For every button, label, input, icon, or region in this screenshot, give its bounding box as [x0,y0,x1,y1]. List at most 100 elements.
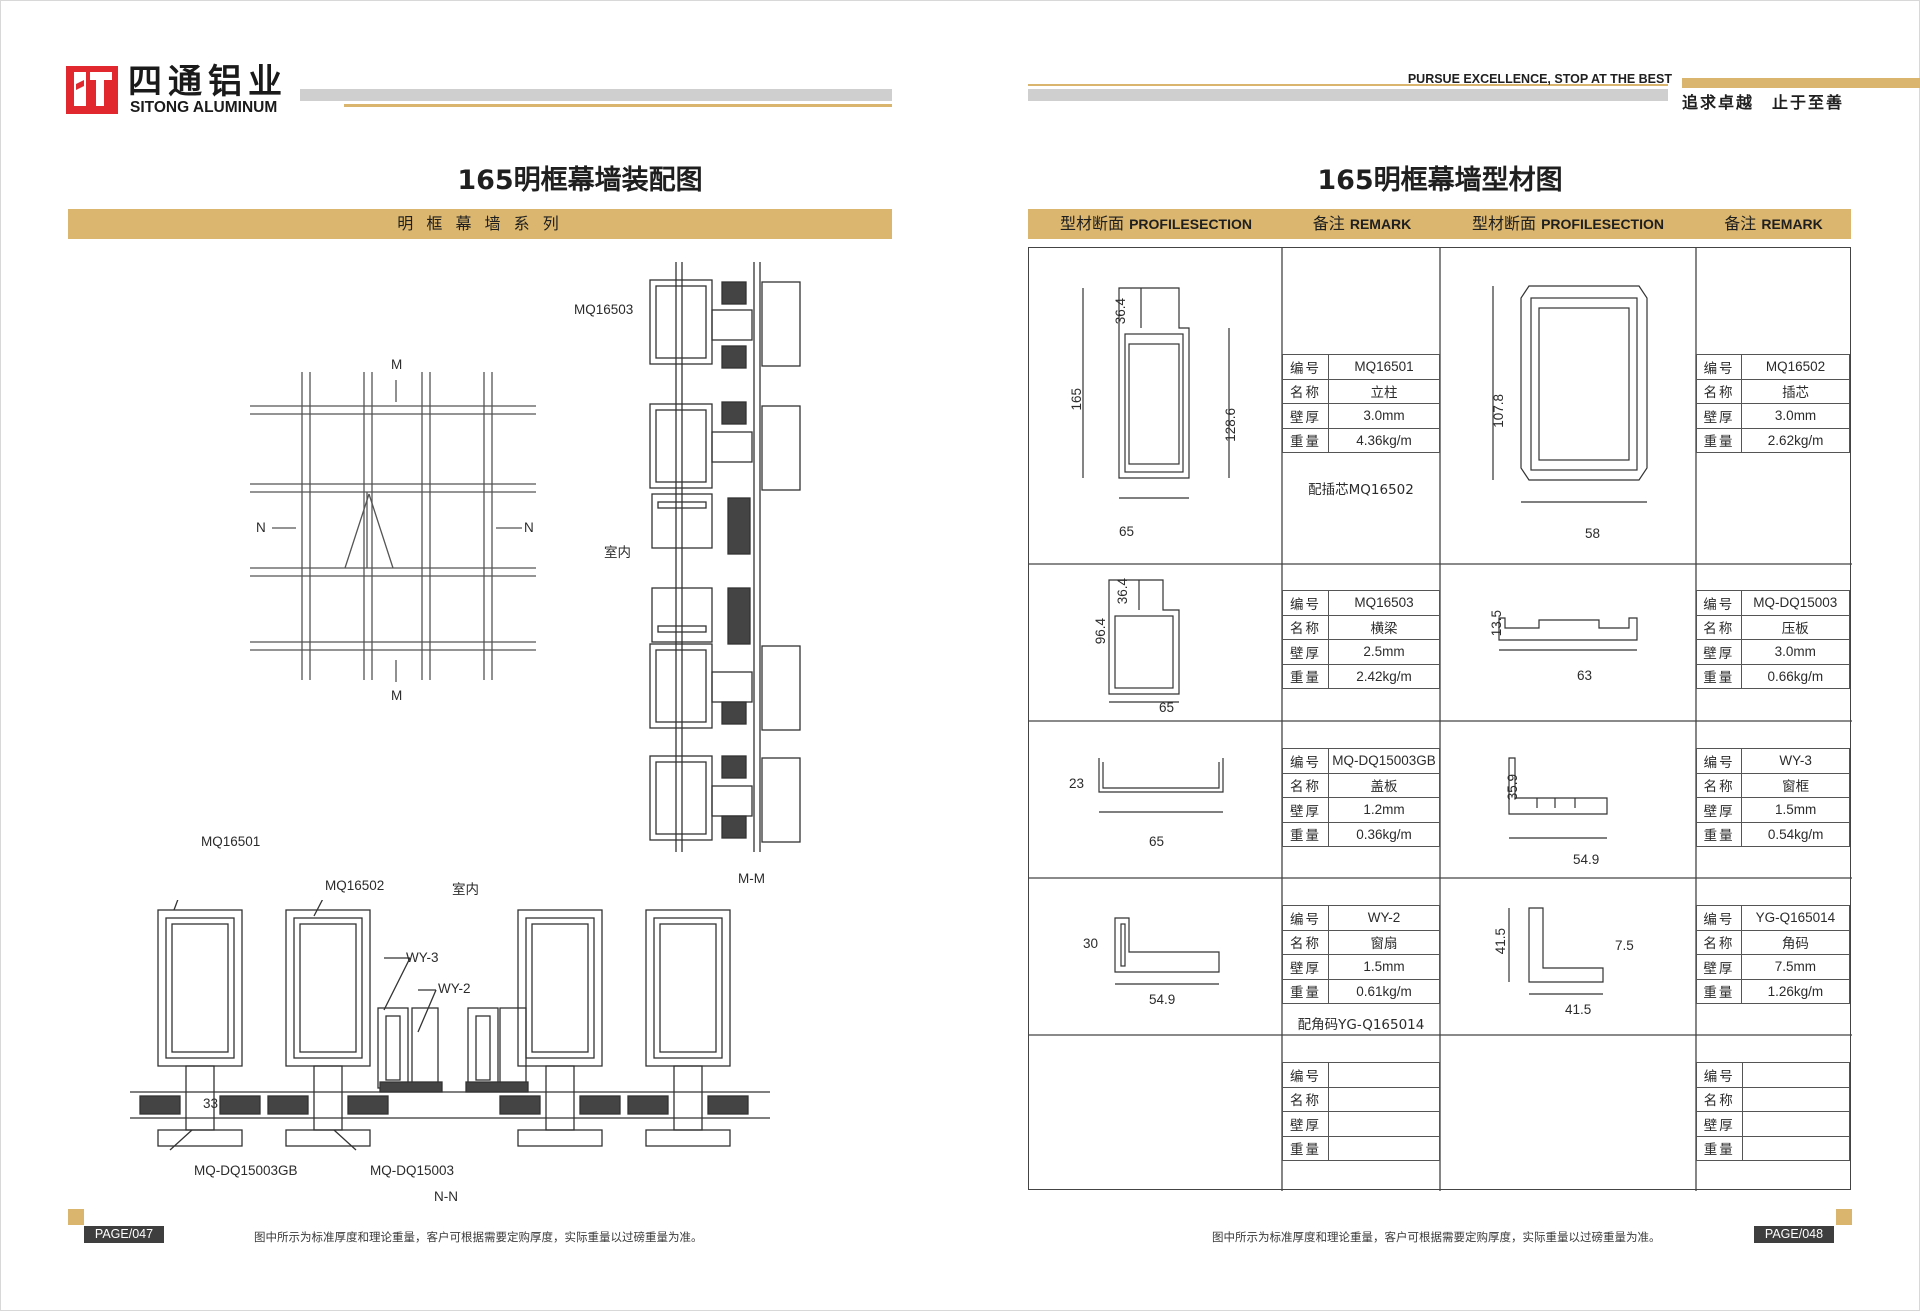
spec-weight: 0.66kg/m [1740,663,1851,689]
dim-mq16501-128-6: 128.6 [1223,408,1238,442]
spec-weight: 2.62kg/m [1741,427,1850,453]
dim-mq-dq15003gb-65: 65 [1149,834,1165,849]
label-nn: N-N [434,1189,458,1204]
spec-code: MQ16503 [1328,590,1440,616]
remark-wy2: 配角码YG-Q165014 [1297,1017,1425,1033]
spec-weight: 2.42kg/m [1328,663,1440,689]
header-bar-gold-right [1682,78,1920,88]
label-wy2: WY-2 [438,981,471,996]
spec-code: WY-2 [1328,905,1440,931]
footer-gold-square-left [68,1209,84,1225]
label-wy3: WY-3 [406,950,439,965]
profile-drawing-mq-dq15003 [1498,617,1638,651]
footnote-right: 图中所示为标准厚度和理论重量，客户可根据需要定购厚度，实际重量以过磅重量为准。 [1212,1230,1661,1244]
nn-horizontal-section-diagram [130,900,770,1151]
label-mq16503: MQ16503 [574,302,634,317]
spec-code: MQ-DQ15003 [1740,590,1851,616]
header-section-2: 型材断面 PROFILESECTION [1471,214,1664,233]
spec-thickness: 1.2mm [1328,797,1440,823]
dim-mq16501-36-4: 36.4 [1113,298,1128,325]
header-section-1: 型材断面 PROFILESECTION [1059,214,1252,233]
header-remark-2: 备注 REMARK [1724,214,1823,233]
footnote-left: 图中所示为标准厚度和理论重量，客户可根据需要定购厚度，实际重量以过磅重量为准。 [254,1230,703,1244]
right-table-header-band: 型材断面 PROFILESECTION 备注 REMARK 型材断面 PROFI… [1028,209,1851,239]
sitong-logo-icon [66,66,118,114]
spec-weight: 0.54kg/m [1741,821,1850,847]
spec-table-empty-right: 编号 名称 壁厚 重量 [1696,1062,1851,1161]
spec-name: 压板 [1740,614,1851,640]
right-page-title: 165明框幕墙型材图 [1317,165,1563,196]
left-page-title: 165明框幕墙装配图 [457,165,703,196]
spec-thickness: 1.5mm [1741,797,1850,823]
label-mq16501: MQ16501 [201,834,261,849]
footer-gold-square-right [1836,1209,1852,1225]
label-indoor-1: 室内 [604,545,631,560]
spec-weight: 0.36kg/m [1328,821,1440,847]
header-bar-gray-left [300,89,892,101]
label-mq16502: MQ16502 [325,878,385,893]
spec-name: 立柱 [1328,378,1440,404]
spec-weight: 1.26kg/m [1740,978,1851,1004]
label-mq-dq15003gb: MQ-DQ15003GB [194,1163,298,1178]
spec-name: 窗扇 [1328,929,1440,955]
spec-code: MQ16501 [1328,354,1440,380]
label-m-bottom: M [391,688,403,703]
dim-mq16503-65: 65 [1159,700,1175,715]
spec-code: MQ16502 [1741,354,1850,380]
dim-mq16502-107-8: 107.8 [1491,394,1506,428]
dim-yg-q165014-7-5: 7.5 [1615,938,1634,953]
spec-name: 窗框 [1741,772,1850,798]
profile-drawing-mq16501 [1082,287,1230,499]
elevation-grid-diagram [250,372,536,682]
dim-wy2-30: 30 [1083,936,1099,951]
profile-drawing-mq16503 [1108,579,1180,703]
spec-thickness: 3.0mm [1740,639,1851,665]
header-bar-gold-thin-right [1028,84,1668,86]
label-indoor-2: 室内 [452,882,479,897]
dim-mq16503-36-4: 36.4 [1115,578,1130,605]
page-number-left: PAGE/047 [84,1226,164,1243]
dim-mq16501-65: 65 [1119,524,1135,539]
profile-drawing-wy2 [1114,917,1220,985]
spec-code: MQ-DQ15003GB [1328,748,1440,774]
spec-thickness: 2.5mm [1328,639,1440,665]
spec-name: 横梁 [1328,614,1440,640]
label-mm: M-M [738,871,765,886]
label-n-right: N [524,520,534,535]
label-33: 33 [203,1096,219,1111]
spec-name: 角码 [1740,929,1851,955]
header-bar-gold-left [344,104,892,107]
slogan-en: PURSUE EXCELLENCE, STOP AT THE BEST [1407,72,1672,86]
remark-mq16501: 配插芯MQ16502 [1308,482,1414,498]
page-number-right: PAGE/048 [1754,1226,1834,1243]
header-bar-gray-right [1028,89,1668,101]
dim-yg-q165014-41-5-h: 41.5 [1565,1002,1592,1017]
spec-thickness: 3.0mm [1328,403,1440,429]
label-m-top: M [391,357,403,372]
mm-vertical-section-diagram [649,262,801,852]
dim-mq16503-96-4: 96.4 [1093,618,1108,645]
label-mq-dq15003: MQ-DQ15003 [370,1163,455,1178]
profile-drawing-mq-dq15003gb [1098,758,1224,813]
header-remark-1: 备注 REMARK [1312,214,1412,233]
spec-code: WY-3 [1741,748,1850,774]
spec-table-empty-left: 编号 名称 壁厚 重量 [1282,1062,1440,1161]
dim-wy2-54-9: 54.9 [1149,992,1176,1007]
dim-yg-q165014-41-5-v: 41.5 [1493,928,1508,955]
dim-mq-dq15003-63: 63 [1577,668,1593,683]
dim-wy3-35-9: 35.9 [1505,774,1520,801]
spec-thickness: 1.5mm [1328,954,1440,980]
spec-weight: 4.36kg/m [1328,427,1440,453]
slogan-cn: 追求卓越 止于至善 [1682,93,1845,112]
profile-table: 36.4 165 128.6 65 107.8 58 36.4 96.4 65 … [1028,247,1852,1191]
spec-thickness: 3.0mm [1741,403,1850,429]
profile-drawing-mq16502 [1492,285,1648,503]
label-n-left: N [256,520,266,535]
